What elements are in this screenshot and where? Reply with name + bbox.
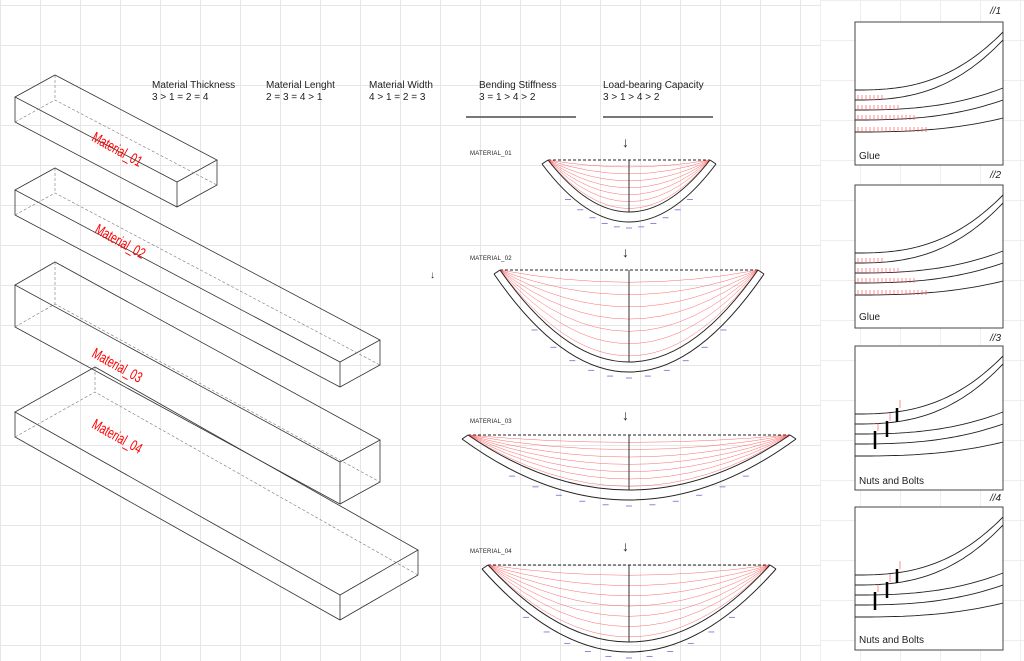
header-rank: 3 > 1 = 2 = 4 xyxy=(152,92,209,103)
layer-curve xyxy=(855,262,1004,284)
layer-curve xyxy=(855,441,1004,457)
material-box-edge xyxy=(14,190,381,388)
layer-curve xyxy=(855,87,1004,111)
beam-bottom xyxy=(493,273,765,373)
beam-end xyxy=(541,159,549,165)
beam-end xyxy=(493,269,501,275)
panel-number: //2 xyxy=(990,170,1002,181)
panel-label: Glue xyxy=(859,151,881,162)
beam-bottom xyxy=(541,163,717,223)
beam-end xyxy=(481,564,489,570)
layer-curve xyxy=(855,355,1004,415)
load-arrow-icon: ↓ xyxy=(622,134,629,150)
layer-curve xyxy=(855,363,1004,425)
layer-curve xyxy=(855,524,1004,586)
panel-label: Nuts and Bolts xyxy=(859,635,925,646)
layer-curve xyxy=(855,423,1004,445)
layer-curve xyxy=(855,516,1004,576)
layer-curve xyxy=(855,99,1004,121)
beam-end xyxy=(709,159,717,165)
hidden-edge xyxy=(14,391,419,576)
beam-end xyxy=(769,564,777,570)
layer-curve xyxy=(855,31,1004,91)
material-box-edge xyxy=(14,285,381,505)
bending-label: MATERIAL_03 xyxy=(470,419,512,425)
layer-curve xyxy=(855,572,1004,596)
material-box xyxy=(14,167,381,363)
header-rank: 4 > 1 = 2 = 3 xyxy=(369,92,426,103)
beam-end xyxy=(461,434,469,440)
arrow-icon: ↓ xyxy=(430,270,435,281)
panel-number: //3 xyxy=(990,333,1002,344)
header-title: Load-bearing Capacity xyxy=(603,80,704,91)
connection-panel xyxy=(854,21,1004,166)
layer-curve xyxy=(855,202,1004,264)
layer-curve xyxy=(855,194,1004,254)
panel-number: //1 xyxy=(990,6,1002,17)
bending-label: MATERIAL_02 xyxy=(470,256,512,262)
load-arrow-icon: ↓ xyxy=(622,244,629,260)
material-box xyxy=(14,366,419,596)
bending-label: MATERIAL_04 xyxy=(470,549,512,555)
header-title: Material Lenght xyxy=(266,80,335,91)
layer-curve xyxy=(855,39,1004,101)
header-title: Bending Stiffness xyxy=(479,80,557,91)
header-title: Material Width xyxy=(369,80,433,91)
header-rank: 2 = 3 = 4 > 1 xyxy=(266,92,323,103)
hidden-edge xyxy=(14,99,218,186)
beam-end xyxy=(757,269,765,275)
connection-panel xyxy=(854,506,1004,651)
beam-bottom xyxy=(481,568,777,653)
header-rank: 3 = 1 > 4 > 2 xyxy=(479,92,536,103)
hidden-edge xyxy=(14,303,381,483)
layer-curve xyxy=(855,280,1004,296)
panel-number: //4 xyxy=(990,493,1002,504)
layer-curve xyxy=(855,411,1004,435)
header-title: Material Thickness xyxy=(152,80,236,91)
hidden-edge xyxy=(14,192,381,366)
layer-curve xyxy=(855,117,1004,133)
beam-bottom xyxy=(461,438,797,501)
panel-label: Nuts and Bolts xyxy=(859,476,925,487)
bending-label: MATERIAL_01 xyxy=(470,151,512,157)
layer-curve xyxy=(855,250,1004,274)
connection-panel xyxy=(854,184,1004,329)
panel-label: Glue xyxy=(859,312,881,323)
layer-curve xyxy=(855,602,1004,618)
load-arrow-icon: ↓ xyxy=(622,407,629,423)
beam-end xyxy=(789,434,797,440)
connection-panel xyxy=(854,345,1004,491)
material-box xyxy=(14,261,381,463)
layer-curve xyxy=(855,584,1004,606)
header-rank: 3 > 1 > 4 > 2 xyxy=(603,92,660,103)
load-arrow-icon: ↓ xyxy=(622,538,629,554)
